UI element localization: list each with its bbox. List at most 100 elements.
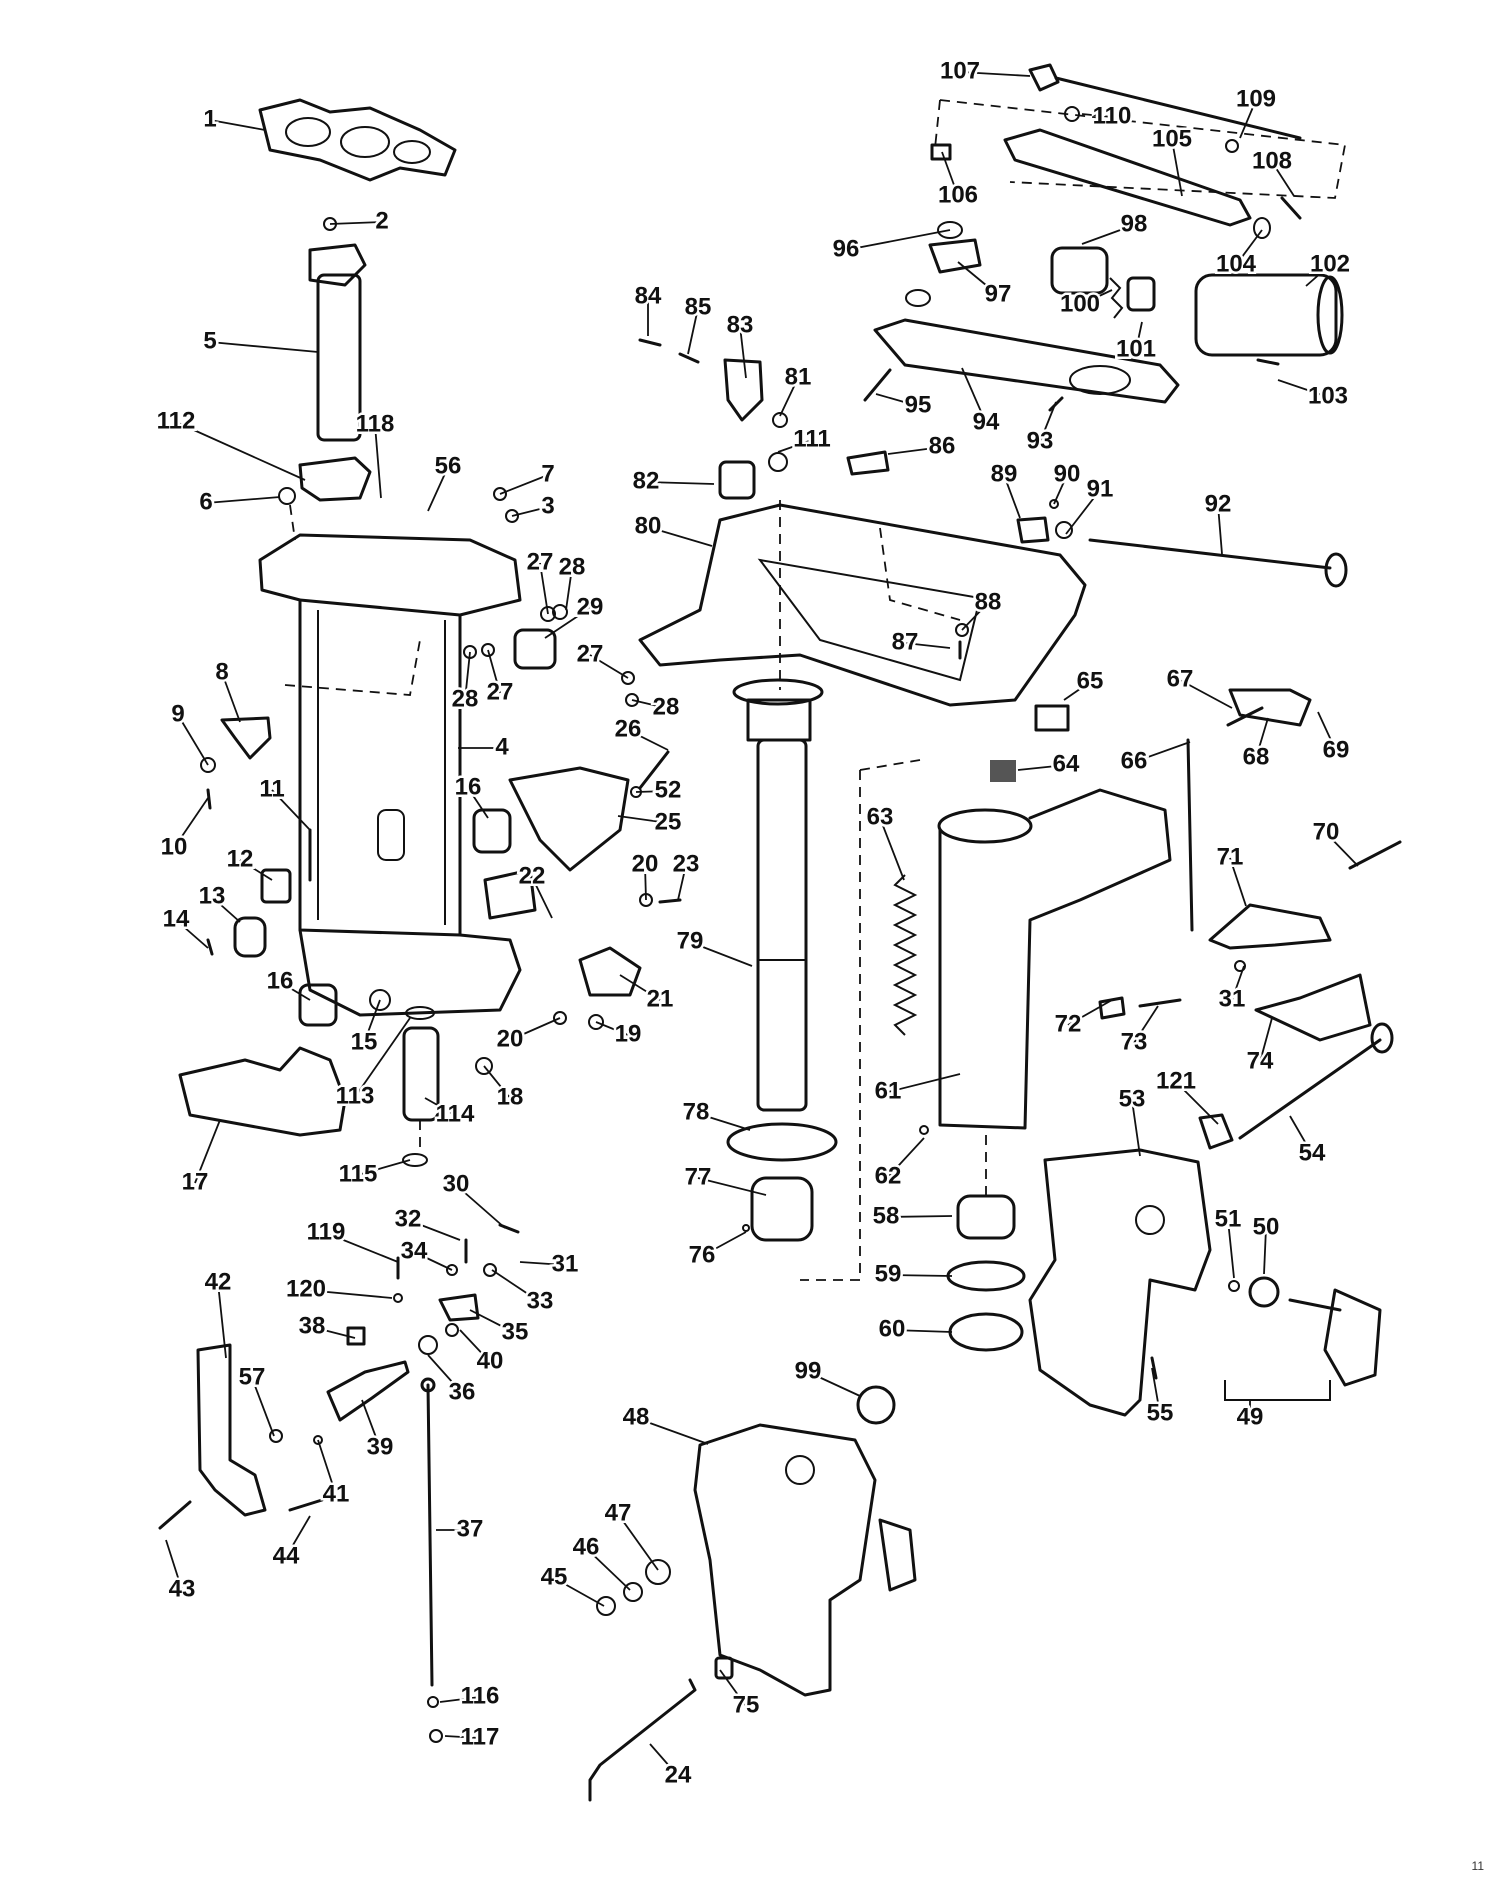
rod-part bbox=[420, 1377, 436, 1687]
part-label-52: 52 bbox=[655, 776, 682, 803]
leader-line-38 bbox=[424, 1097, 456, 1116]
part-label-14: 14 bbox=[163, 905, 190, 932]
leader-line-45 bbox=[491, 1269, 541, 1303]
tilt-bolt-part bbox=[1238, 1022, 1394, 1140]
part-label-32: 32 bbox=[395, 1205, 422, 1232]
part-label-56: 56 bbox=[435, 452, 462, 479]
part-label-82: 82 bbox=[633, 467, 660, 494]
leader-line-98 bbox=[1271, 161, 1295, 197]
leader-line-104 bbox=[1081, 224, 1135, 245]
part-label-90: 90 bbox=[1054, 460, 1081, 487]
part-label-113: 113 bbox=[336, 1082, 375, 1109]
part-label-63: 63 bbox=[867, 803, 894, 830]
leader-line-35 bbox=[631, 699, 667, 709]
part-label-39: 39 bbox=[367, 1433, 394, 1460]
part-label-88: 88 bbox=[975, 588, 1002, 615]
part-label-112: 112 bbox=[157, 407, 196, 434]
leader-line-67 bbox=[647, 526, 713, 547]
leader-line-43 bbox=[407, 1219, 461, 1241]
part-label-43: 43 bbox=[169, 1575, 196, 1602]
leader-line-86 bbox=[891, 1329, 953, 1333]
leader-line-62 bbox=[687, 307, 699, 355]
part-label-6: 6 bbox=[199, 488, 212, 515]
part-label-117: 117 bbox=[461, 1723, 500, 1750]
part-label-13: 13 bbox=[199, 882, 226, 909]
leader-line-82 bbox=[887, 1073, 961, 1093]
part-label-96: 96 bbox=[833, 235, 860, 262]
part-label-15: 15 bbox=[351, 1028, 378, 1055]
part-label-27: 27 bbox=[487, 678, 514, 705]
part-label-48: 48 bbox=[623, 1403, 650, 1430]
leader-line-46 bbox=[325, 1232, 399, 1263]
leader-line-8 bbox=[511, 506, 549, 517]
leader-line-9 bbox=[539, 562, 549, 615]
leader-line-93 bbox=[649, 1743, 679, 1777]
part-label-19: 19 bbox=[615, 1020, 642, 1047]
leader-line-41 bbox=[455, 1184, 506, 1229]
part-label-20: 20 bbox=[632, 850, 659, 877]
part-label-31: 31 bbox=[552, 1250, 579, 1277]
part-label-16: 16 bbox=[455, 773, 482, 800]
leader-line-47 bbox=[305, 1289, 393, 1299]
leader-line-51 bbox=[311, 1326, 356, 1339]
part-label-101: 101 bbox=[1116, 335, 1156, 362]
part-label-91: 91 bbox=[1087, 475, 1114, 502]
leader-line-83 bbox=[887, 1137, 925, 1178]
leader-line-110 bbox=[1039, 401, 1057, 443]
part-label-27: 27 bbox=[577, 640, 604, 667]
leader-line-11 bbox=[544, 607, 591, 639]
part-label-20: 20 bbox=[497, 1025, 524, 1052]
leader-line-3 bbox=[175, 421, 306, 481]
leader-line-95 bbox=[1081, 113, 1113, 118]
leader-line-75 bbox=[1063, 681, 1091, 701]
part-label-41: 41 bbox=[323, 1480, 350, 1507]
stern-bracket-right-part bbox=[1028, 1148, 1212, 1417]
part-label-77: 77 bbox=[685, 1163, 712, 1190]
leader-line-53 bbox=[251, 1377, 275, 1437]
leader-line-5 bbox=[205, 496, 281, 504]
alignment-lines bbox=[284, 99, 1347, 1281]
leader-line-55 bbox=[317, 1439, 337, 1496]
leader-line-124 bbox=[1227, 1219, 1235, 1279]
tiller-arm-part bbox=[873, 318, 1180, 404]
part-label-66: 66 bbox=[1121, 747, 1148, 774]
leader-line-74 bbox=[904, 642, 951, 649]
leader-line-123 bbox=[1289, 1115, 1313, 1155]
small-hardware bbox=[158, 63, 1402, 1743]
leader-line-58 bbox=[285, 1515, 311, 1558]
part-label-81: 81 bbox=[785, 363, 812, 390]
leader-line-44 bbox=[413, 1251, 453, 1271]
part-label-73: 73 bbox=[1121, 1028, 1148, 1055]
leader-line-79 bbox=[695, 1112, 751, 1131]
part-label-23: 23 bbox=[673, 850, 700, 877]
part-label-31: 31 bbox=[1219, 985, 1246, 1012]
part-label-3: 3 bbox=[541, 492, 554, 519]
part-label-54: 54 bbox=[1299, 1139, 1326, 1166]
leader-line-73 bbox=[961, 602, 989, 631]
leader-line-97 bbox=[1171, 139, 1183, 197]
part-label-87: 87 bbox=[892, 628, 919, 655]
part-label-109: 109 bbox=[1236, 85, 1276, 112]
part-label-97: 97 bbox=[985, 280, 1012, 307]
leader-line-77 bbox=[689, 941, 753, 967]
tube-gasket-part bbox=[298, 456, 372, 502]
leader-line-65 bbox=[777, 439, 813, 453]
leader-line-1 bbox=[329, 221, 383, 225]
part-label-24: 24 bbox=[665, 1761, 692, 1788]
part-label-25: 25 bbox=[655, 808, 682, 835]
leader-line-42 bbox=[519, 1261, 566, 1266]
part-label-106: 106 bbox=[938, 181, 978, 208]
leader-line-54 bbox=[361, 1399, 381, 1449]
leader-line-13 bbox=[464, 651, 471, 701]
leader-line-25 bbox=[531, 876, 553, 919]
leader-line-111 bbox=[1179, 679, 1233, 709]
part-label-95: 95 bbox=[905, 391, 932, 418]
steering-bracket-part bbox=[937, 788, 1172, 1130]
leader-line-7 bbox=[499, 474, 549, 495]
leader-line-24 bbox=[467, 787, 489, 819]
leader-line-78 bbox=[879, 817, 905, 881]
leader-line-49 bbox=[459, 1329, 491, 1363]
part-label-34: 34 bbox=[401, 1237, 428, 1264]
part-label-93: 93 bbox=[1027, 427, 1054, 454]
